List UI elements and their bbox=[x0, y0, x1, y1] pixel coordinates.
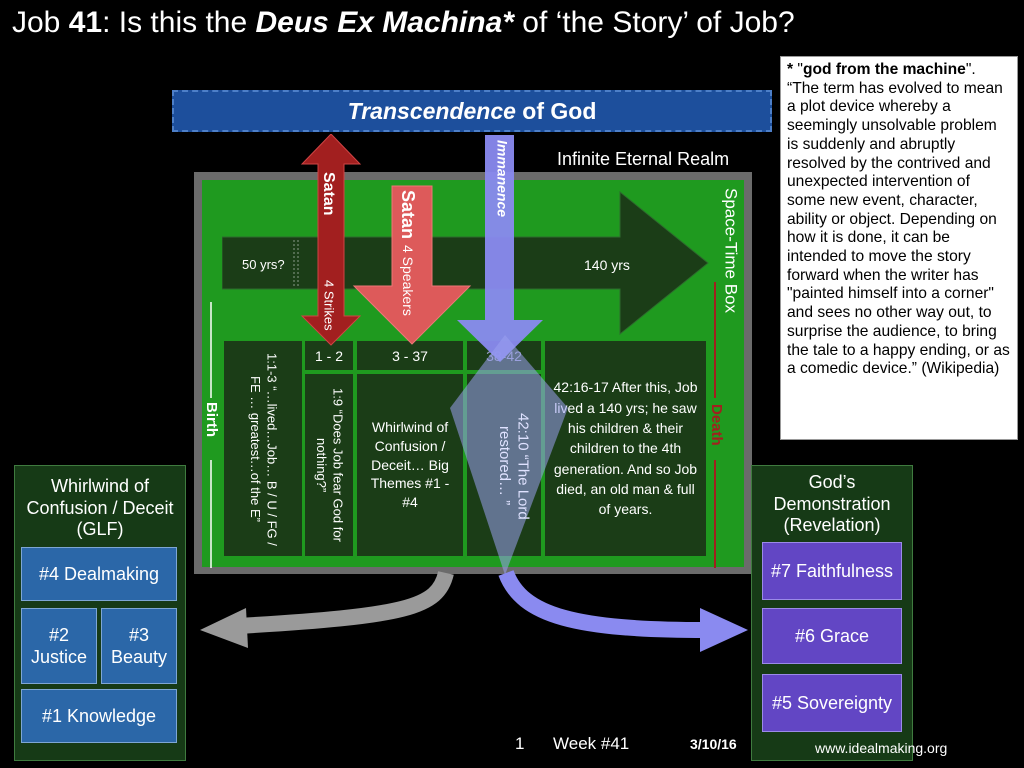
footer-site[interactable]: www.idealmaking.org bbox=[815, 740, 948, 756]
panel-satan-question: 1:9 “Does Job fear God for nothing?” bbox=[305, 374, 353, 556]
whirlwind-box: Whirlwind of Confusion / Deceit (GLF) #4… bbox=[14, 465, 186, 761]
tile-beauty: #3 Beauty bbox=[101, 608, 177, 684]
timeline-arrow bbox=[222, 190, 709, 336]
footer-week: Week #41 bbox=[553, 734, 630, 753]
space-time-box-label: Space-Time Box bbox=[721, 188, 741, 314]
slide-title: Job 41: Is this the Deus Ex Machina* of … bbox=[12, 6, 795, 39]
footer-page: 1 bbox=[515, 734, 525, 753]
footer-date: 3/10/16 bbox=[690, 736, 737, 752]
timeline-label-right: 140 yrs bbox=[584, 257, 630, 273]
deus-ex-machina-definition: * "god from the machine". “The term has … bbox=[780, 56, 1018, 440]
satan-speakers-arrow bbox=[352, 185, 472, 345]
birth-line bbox=[210, 302, 212, 568]
satan-strikes-sub: 4 Strikes bbox=[321, 280, 337, 331]
satan-speakers-label: Satan4 Speakers bbox=[398, 190, 418, 316]
panel-ending: 42:16-17 After this, Job lived a 140 yrs… bbox=[545, 341, 706, 556]
infinite-realm-label: Infinite Eternal Realm bbox=[557, 149, 730, 169]
tile-justice: #2 Justice bbox=[21, 608, 97, 684]
satan-strikes-arrow bbox=[300, 134, 362, 346]
tile-grace: #6 Grace bbox=[762, 608, 902, 664]
demonstration-box-title: God’s Demonstration (Revelation) bbox=[773, 472, 891, 536]
chapter-3-37: 3 - 37 bbox=[357, 341, 463, 370]
birth-label: Birth bbox=[202, 402, 220, 437]
immanence-label: Immanence bbox=[494, 140, 511, 218]
demonstration-box: God’s Demonstration (Revelation) #7 Fait… bbox=[751, 465, 913, 761]
death-line bbox=[714, 282, 716, 568]
tile-dealmaking: #4 Dealmaking bbox=[21, 547, 177, 601]
satan-strikes-label: Satan bbox=[320, 172, 337, 216]
restored-text: 42:10 “The Lord restored… ” bbox=[495, 412, 532, 520]
tile-knowledge: #1 Knowledge bbox=[21, 689, 177, 743]
tile-faithfulness: #7 Faithfulness bbox=[762, 542, 902, 600]
panel-intro: 1:1-3 “…lived…Job… B / U / FG / FE … gre… bbox=[224, 341, 302, 556]
immanence-arrow bbox=[450, 135, 568, 575]
timeline-label-left: 50 yrs? bbox=[242, 257, 285, 272]
death-label: Death bbox=[707, 404, 725, 446]
transcendence-banner: Transcendence of God bbox=[172, 90, 772, 132]
panel-whirlwind: Whirlwind of Confusion / Deceit… Big The… bbox=[357, 374, 463, 556]
outcome-arrows bbox=[200, 569, 748, 652]
whirlwind-box-title: Whirlwind of Confusion / Deceit (GLF) bbox=[26, 476, 174, 540]
chapter-1-2: 1 - 2 bbox=[305, 341, 353, 370]
tile-sovereignty: #5 Sovereignty bbox=[762, 674, 902, 732]
